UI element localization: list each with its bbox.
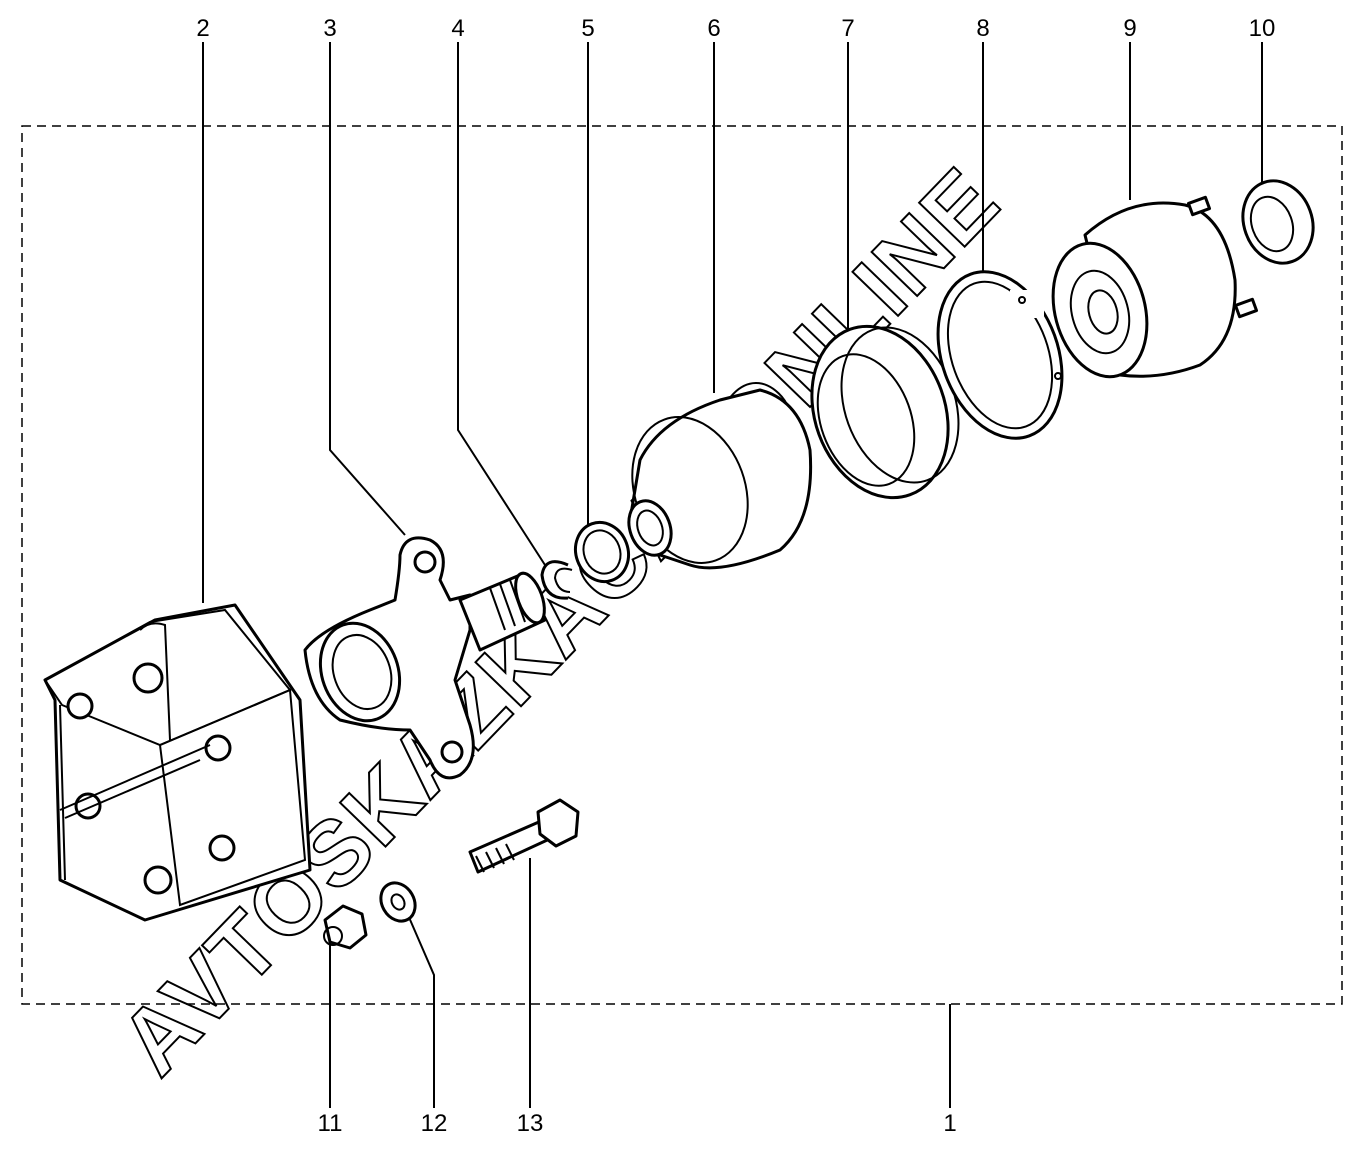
- callout-5: 5: [581, 15, 594, 42]
- part-6-housing: [627, 388, 813, 570]
- part-11-nut: [323, 904, 368, 950]
- callout-13: 13: [517, 1110, 544, 1137]
- callout-11: 11: [318, 1110, 343, 1137]
- leader-lines: [202, 42, 1263, 1108]
- part-5-split-ring: [574, 520, 630, 584]
- callout-8: 8: [976, 15, 989, 42]
- part-13-bolt: [468, 798, 580, 874]
- callout-10: 10: [1249, 15, 1276, 42]
- callout-9: 9: [1123, 15, 1136, 42]
- callout-4: 4: [451, 15, 464, 42]
- part-3-flange-yoke: [303, 536, 547, 780]
- part-2-flexible-coupling: [43, 603, 312, 922]
- part-12-washer: [379, 881, 417, 923]
- callout-6: 6: [707, 15, 720, 42]
- callout-numbers: 2 3 4 5 6 7 8 9 10 11 12 13 1: [196, 15, 1275, 1137]
- part-8-band-clamp: [936, 270, 1064, 440]
- callout-7: 7: [841, 15, 854, 42]
- part-10-seal: [1241, 179, 1315, 265]
- part-9-hub: [1051, 195, 1259, 379]
- assembly-boundary: [21, 125, 1343, 1005]
- callout-1: 1: [943, 1110, 956, 1137]
- part-4-circlip: [540, 560, 573, 600]
- callout-3: 3: [323, 15, 336, 42]
- callout-12: 12: [421, 1110, 448, 1137]
- callout-2: 2: [196, 15, 209, 42]
